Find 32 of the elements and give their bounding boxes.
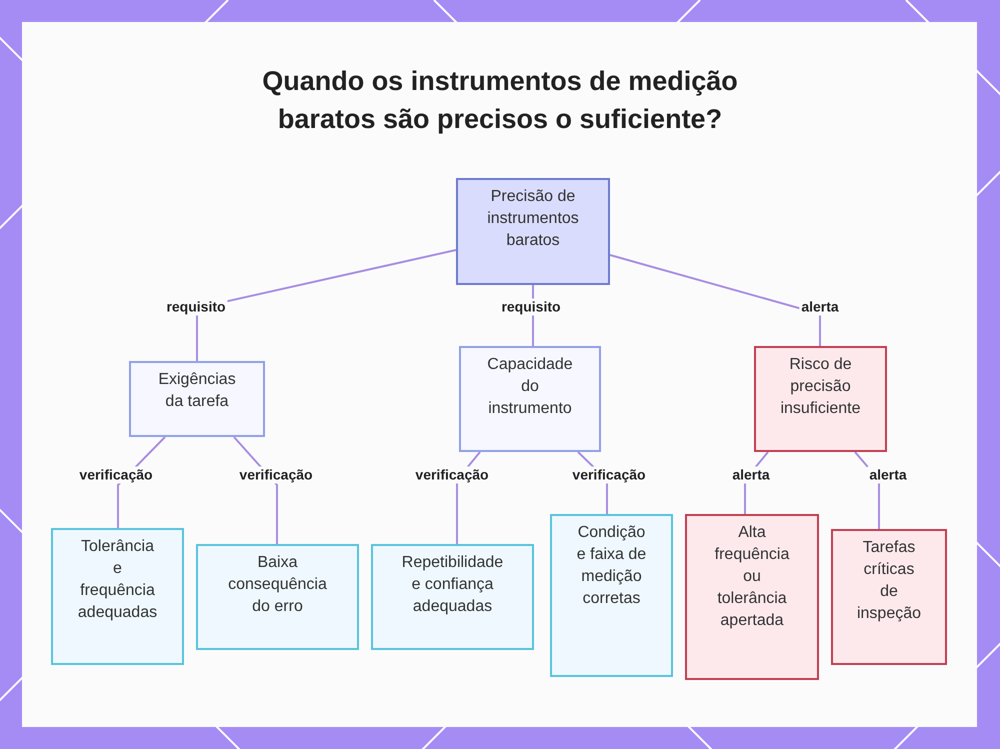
node-text: Baixa consequência do erro	[227, 553, 328, 617]
node-text: Repetibilidade e confiança adequadas	[400, 553, 504, 617]
process-box	[550, 514, 673, 677]
process-box	[685, 514, 819, 680]
node-text: Capacidade do instrumento	[486, 355, 574, 419]
process-box	[196, 544, 359, 650]
edge-label: alerta	[867, 466, 909, 484]
node-text: Precisão de instrumentos baratos	[486, 187, 580, 251]
process-box	[831, 529, 947, 665]
process-box	[459, 346, 601, 452]
node-text: Risco de precisão insuficiente	[779, 355, 862, 419]
process-box	[51, 528, 184, 665]
edge-label: verificação	[237, 466, 315, 484]
edge-label: requisito	[499, 298, 563, 316]
node-text: Condição e faixa de medição corretas	[576, 523, 648, 609]
node-text: Alta frequência ou tolerância apertada	[714, 523, 790, 631]
node-text: Tolerância e frequência adequadas	[76, 537, 158, 623]
diagram-title: Quando os instrumentos de medição baratos são precisos o suficiente?	[261, 65, 739, 136]
node-text: Tarefas críticas de inspeção	[856, 538, 922, 624]
edge-label: alerta	[799, 298, 841, 316]
edge-label: verificação	[77, 466, 155, 484]
process-box	[371, 544, 534, 650]
edge-label: alerta	[730, 466, 772, 484]
process-box	[129, 361, 265, 437]
process-box	[754, 346, 887, 452]
connector-line	[610, 254, 821, 346]
edge-label: verificação	[570, 466, 648, 484]
edge-label: requisito	[164, 298, 228, 316]
process-box	[456, 178, 610, 285]
connector-line	[196, 249, 456, 361]
node-text: Exigências da tarefa	[157, 370, 237, 412]
edge-label: verificação	[413, 466, 491, 484]
